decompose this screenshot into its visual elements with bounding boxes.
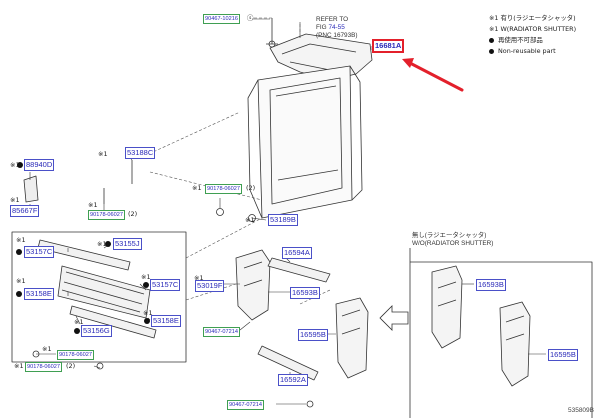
part-label-53156G[interactable]: 53156G [81,325,112,337]
part-label-90178-06027[interactable]: 90178-06027 [57,350,94,360]
part-label-53158E[interactable]: 53158E [151,315,181,327]
legend-with-en: ※1 W(RADIATOR SHUTTER) [489,25,577,33]
nonreusable-dot-icon [143,282,149,288]
part-label-90178-06027[interactable]: 90178-06027 [205,184,242,194]
nonreusable-dot-icon [489,37,494,43]
part-label-16594A[interactable]: 16594A [282,247,312,259]
highlight-arrow [402,58,464,92]
star-mark: ※1 [245,216,255,224]
nonreusable-dot-icon [144,318,150,324]
star-mark: ※1 [88,201,98,209]
part-label-53019F[interactable]: 53019F [195,280,225,292]
part-label-90467-07214[interactable]: 90467-07214 [227,400,264,410]
nonreusable-dot-icon [17,162,23,168]
nonreusable-dot-icon [489,48,494,54]
legend-with-jp: ※1 有り(ラジエータシャッタ) [489,14,576,22]
star-mark: ※1 [10,196,20,204]
part-label-16595B[interactable]: 16595B [298,329,328,341]
part-label-90467-10216[interactable]: 90467-10216 [203,14,240,24]
part-label-16593B[interactable]: 16593B [290,287,320,299]
part-label-53189B[interactable]: 53189B [268,214,298,226]
part-label-90178-06027[interactable]: 90178-06027 [88,210,125,220]
diagram-code: 535809B [567,407,594,414]
star-mark: ※1 [10,161,20,169]
legend-nonreusable-jp: 再使用不可部品 [489,35,576,46]
quantity-mark: ⓢ [247,14,254,22]
part-label-53188C[interactable]: 53188C [125,147,156,159]
quantity-mark: (2) [246,184,256,192]
part-label-85667F[interactable]: 85667F [10,205,40,217]
part-label-53157C[interactable]: 53157C [24,246,55,258]
part-label-16681A-highlighted[interactable]: 16681A [372,39,405,53]
quantity-mark: (2) [66,362,76,370]
part-label-16595B[interactable]: 16595B [548,349,578,361]
legend: ※1 有り(ラジエータシャッタ) ※1 W(RADIATOR SHUTTER) … [489,13,576,57]
star-mark: ※1 [74,318,84,326]
star-mark: ※1 [143,309,153,317]
star-mark: ※1 [14,362,24,370]
star-mark: ※1 [42,345,52,353]
refer-note: REFER TO FIG 74-55 (PNC 16793B) [316,16,358,39]
nonreusable-dot-icon [16,291,22,297]
star-mark: ※1 [16,236,26,244]
part-label-90178-06027[interactable]: 90178-06027 [25,362,62,372]
nonreusable-dot-icon [16,249,22,255]
legend-nonreusable-en: Non-reusable part [489,46,576,57]
star-mark: ※1 [141,273,151,281]
part-label-16593B[interactable]: 16593B [476,279,506,291]
part-label-88940D[interactable]: 88940D [24,159,55,171]
star-mark: ※1 [97,240,107,248]
part-label-53155J[interactable]: 53155J [113,238,142,250]
part-label-90467-07214[interactable]: 90467-07214 [203,327,240,337]
star-mark: ※1 [98,150,108,158]
nonreusable-dot-icon [105,241,111,247]
star-mark: ※1 [192,184,202,192]
part-label-53157C[interactable]: 53157C [150,279,181,291]
part-label-16592A[interactable]: 16592A [278,374,308,386]
refer-fig-link[interactable]: 74-55 [328,24,345,31]
nonreusable-dot-icon [74,328,80,334]
quantity-mark: (2) [128,210,138,218]
star-mark: ※1 [194,274,204,282]
star-mark: ※1 [16,277,26,285]
without-note: 無し(ラジエータシャッタ) W/O(RADIATOR SHUTTER) [412,232,494,247]
part-label-53158E[interactable]: 53158E [24,288,54,300]
